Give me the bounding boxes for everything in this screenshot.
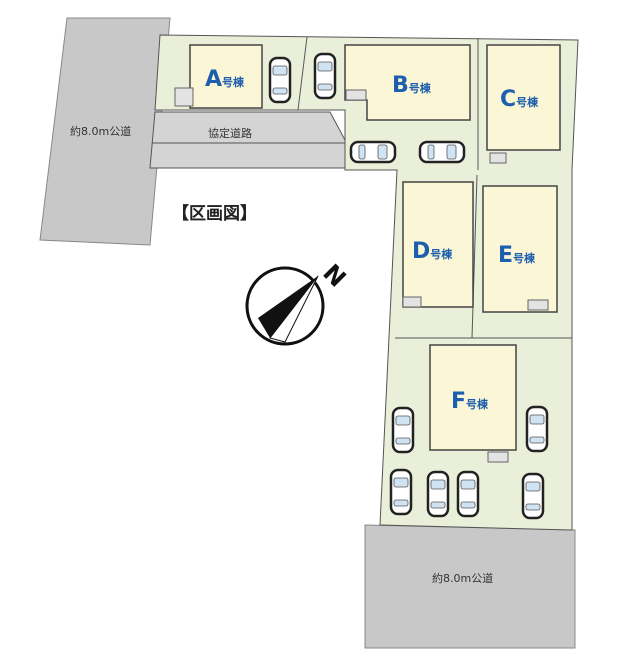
lot-e-label: E号棟 — [498, 243, 536, 268]
house-c — [486, 44, 561, 151]
lot-c-label: C号棟 — [500, 87, 539, 112]
house-e — [482, 185, 558, 313]
lot-d-label: D号棟 — [412, 239, 453, 264]
private-road-label: 協定道路 — [208, 126, 252, 140]
lot-a-label: A号棟 — [205, 67, 245, 92]
left-public-road — [39, 17, 171, 246]
house-a — [189, 44, 263, 109]
bottom-road-label: 約8.0m公道 — [432, 571, 493, 585]
north-compass-icon: N — [245, 259, 351, 346]
lot-b-label: B号棟 — [392, 73, 432, 98]
left-road-label: 約8.0m公道 — [70, 124, 131, 138]
house-f — [429, 344, 517, 451]
lot-f-label: F号棟 — [451, 389, 489, 414]
private-road — [149, 111, 346, 169]
house-d — [402, 181, 474, 308]
north-label: N — [317, 259, 351, 293]
plan-title: 【区画図】 — [172, 203, 257, 224]
lot-boundaries — [297, 36, 572, 339]
bottom-public-road — [364, 524, 576, 649]
house-b — [344, 44, 471, 121]
